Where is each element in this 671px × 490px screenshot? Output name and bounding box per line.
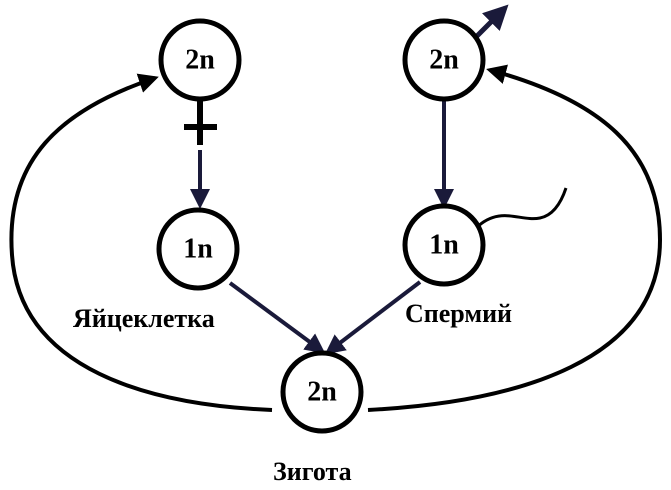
sperm-tail xyxy=(474,187,568,230)
zygote-node: 2n xyxy=(280,350,364,434)
egg-ploidy: 1n xyxy=(183,234,213,265)
female-symbol xyxy=(184,100,217,145)
zygote-ploidy: 2n xyxy=(307,377,337,408)
right-cycle-arc xyxy=(367,64,663,412)
sperm-node: 1n xyxy=(402,203,486,287)
zygote-label: Зигота xyxy=(273,457,352,486)
male-parent-ploidy: 2n xyxy=(429,45,459,76)
arrow-sperm-to-zygote xyxy=(324,280,422,355)
left-cycle-arc xyxy=(9,73,273,412)
female-parent-node: 2n xyxy=(158,18,242,102)
male-symbol xyxy=(475,4,509,38)
sperm-label: Спермий xyxy=(405,299,512,328)
egg-node: 1n xyxy=(156,207,240,291)
male-parent-node: 2n xyxy=(402,18,486,102)
egg-label: Яйцеклетка xyxy=(73,304,215,333)
sperm-ploidy: 1n xyxy=(429,230,459,261)
female-parent-ploidy: 2n xyxy=(185,45,215,76)
arrow-egg-to-zygote xyxy=(228,281,326,354)
